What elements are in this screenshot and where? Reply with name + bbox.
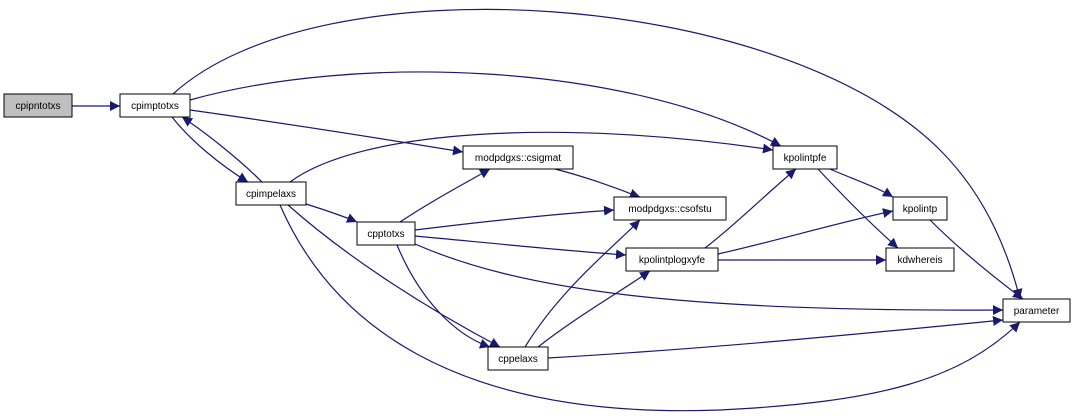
edge-cpimpelaxs-to-cppelaxs xyxy=(287,204,501,348)
node-kpolintplogxyfe[interactable]: kpolintplogxyfe xyxy=(625,247,719,272)
edge-cppelaxs-to-modpdgxs-csofstu xyxy=(524,219,641,348)
edge-modpdgxs-csigmat-to-modpdgxs-csofstu xyxy=(554,168,641,199)
edge-cpptotxs-to-parameter xyxy=(414,243,1004,316)
node-box[interactable] xyxy=(772,145,838,170)
edge-path xyxy=(189,109,464,156)
edge-path xyxy=(524,219,641,348)
edge-cpptotxs-to-kpolintplogxyfe xyxy=(414,235,627,260)
edge-path xyxy=(172,8,1023,300)
edge-path xyxy=(289,131,774,183)
edge-path xyxy=(287,204,501,348)
edge-cpimptotxs-to-cpimpelaxs xyxy=(171,116,249,183)
edge-path xyxy=(414,205,615,231)
node-label: kdwhereis xyxy=(897,255,942,266)
edge-path xyxy=(817,168,899,249)
edge-path xyxy=(181,116,263,183)
node-modpdgxs-csofstu[interactable]: modpdgxs::csofstu xyxy=(613,196,727,221)
node-modpdgxs-csigmat[interactable]: modpdgxs::csigmat xyxy=(462,145,574,170)
edge-path xyxy=(399,168,491,223)
node-box[interactable] xyxy=(3,93,73,118)
node-box[interactable] xyxy=(885,247,955,272)
edge-cppelaxs-to-kpolintplogxyfe xyxy=(537,270,651,348)
node-box[interactable] xyxy=(119,93,191,118)
node-kdwhereis[interactable]: kdwhereis xyxy=(885,247,955,272)
node-label: kpolintpfe xyxy=(784,153,827,164)
node-box[interactable] xyxy=(892,196,948,221)
edge-kpolintpfe-to-kpolintp xyxy=(829,168,894,198)
node-label: kpolintp xyxy=(903,204,938,215)
node-box[interactable] xyxy=(487,346,549,371)
edge-path xyxy=(171,116,249,183)
edge-path xyxy=(829,168,894,198)
edge-cppelaxs-to-parameter xyxy=(547,315,1004,359)
edge-kpolintplogxyfe-to-kpolintp xyxy=(717,208,894,255)
node-box[interactable] xyxy=(462,145,574,170)
node-label: parameter xyxy=(1014,306,1060,317)
node-label: cpipntotxs xyxy=(15,101,60,112)
edge-path xyxy=(189,71,782,147)
edge-kpolintp-to-parameter xyxy=(929,219,1024,300)
node-label: cpimptotxs xyxy=(131,101,179,112)
edge-path xyxy=(717,208,894,255)
node-label: kpolintplogxyfe xyxy=(639,255,706,266)
edge-cpptotxs-to-cppelaxs xyxy=(396,244,491,349)
node-cpimptotxs[interactable]: cpimptotxs xyxy=(119,93,191,118)
edge-kpolintpfe-to-kdwhereis xyxy=(817,168,899,249)
edge-kpolintplogxyfe-to-kpolintpfe xyxy=(704,168,797,249)
edges-layer xyxy=(72,8,1024,412)
edge-path xyxy=(396,244,491,349)
node-cppelaxs[interactable]: cppelaxs xyxy=(487,346,549,371)
node-kpolintpfe[interactable]: kpolintpfe xyxy=(772,145,838,170)
edge-cpimptotxs-to-parameter xyxy=(172,8,1023,300)
edge-path xyxy=(704,168,797,249)
edge-path xyxy=(279,204,1021,412)
edge-cpimpelaxs-to-cpimptotxs xyxy=(181,116,263,183)
node-box[interactable] xyxy=(356,221,416,246)
edge-cpimpelaxs-to-kpolintpfe xyxy=(289,131,774,183)
edge-path xyxy=(414,235,627,260)
node-label: modpdgxs::csofstu xyxy=(628,204,711,215)
node-box[interactable] xyxy=(1002,298,1071,323)
edge-cpptotxs-to-modpdgxs-csigmat xyxy=(399,168,491,223)
node-box[interactable] xyxy=(235,181,307,206)
edge-cpimpelaxs-to-cpptotxs xyxy=(305,203,358,223)
node-label: modpdgxs::csigmat xyxy=(475,153,561,164)
edge-path xyxy=(305,203,358,223)
node-label: cppelaxs xyxy=(498,354,537,365)
node-parameter[interactable]: parameter xyxy=(1002,298,1071,323)
edge-path xyxy=(554,168,641,199)
edge-cpptotxs-to-modpdgxs-csofstu xyxy=(414,205,615,231)
node-cpimpelaxs[interactable]: cpimpelaxs xyxy=(235,181,307,206)
edge-path xyxy=(414,243,1004,316)
node-cpipntotxs[interactable]: cpipntotxs xyxy=(3,93,73,118)
node-label: cpptotxs xyxy=(367,229,404,240)
node-cpptotxs[interactable]: cpptotxs xyxy=(356,221,416,246)
node-label: cpimpelaxs xyxy=(246,189,296,200)
node-box[interactable] xyxy=(625,247,719,272)
edge-cpimptotxs-to-kpolintpfe xyxy=(189,71,782,147)
edge-path xyxy=(547,315,1004,359)
edge-path xyxy=(929,219,1024,300)
edge-cpimptotxs-to-modpdgxs-csigmat xyxy=(189,109,464,156)
edge-cpimpelaxs-to-parameter xyxy=(279,204,1021,412)
edge-path xyxy=(537,270,651,348)
node-box[interactable] xyxy=(613,196,727,221)
node-kpolintp[interactable]: kpolintp xyxy=(892,196,948,221)
